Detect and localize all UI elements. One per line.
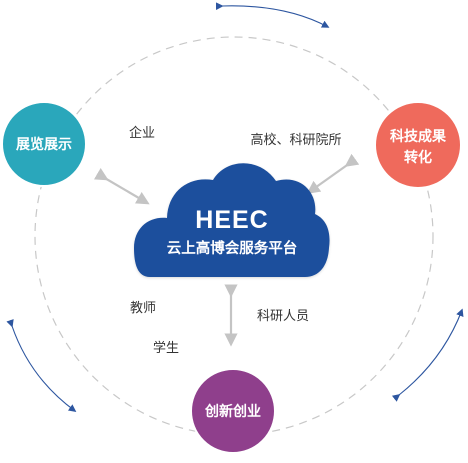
node-tech-transfer-line2: 转化	[404, 149, 432, 166]
heec-logo: HEEC	[195, 206, 268, 234]
outer-arrows	[6, 2, 464, 412]
node-tech-transfer[interactable]: 科技成果 转化	[374, 101, 462, 189]
node-exhibition-label: 展览展示	[16, 136, 72, 153]
double-arrow-icon	[306, 153, 360, 194]
connector-arrows	[93, 153, 360, 347]
cloud-shape	[134, 163, 330, 277]
curved-arrow-icon	[391, 308, 464, 402]
node-exhibition[interactable]: 展览展示	[1, 101, 87, 187]
label-researchers: 科研人员	[257, 309, 309, 324]
platform-title: 云上高博会服务平台	[167, 239, 298, 257]
node-innovation-label: 创新创业	[204, 403, 261, 420]
double-arrow-icon	[93, 167, 150, 205]
node-innovation[interactable]: 创新创业	[190, 368, 276, 454]
curved-arrow-icon	[215, 2, 330, 28]
label-students: 学生	[153, 340, 179, 356]
label-teachers: 教师	[130, 300, 156, 316]
curved-arrow-icon	[6, 319, 77, 412]
label-enterprise: 企业	[129, 125, 155, 141]
platform-cloud[interactable]: HEEC 云上高博会服务平台	[134, 163, 330, 277]
label-universities: 高校、科研院所	[250, 132, 341, 148]
node-tech-transfer-line1: 科技成果	[390, 128, 447, 145]
